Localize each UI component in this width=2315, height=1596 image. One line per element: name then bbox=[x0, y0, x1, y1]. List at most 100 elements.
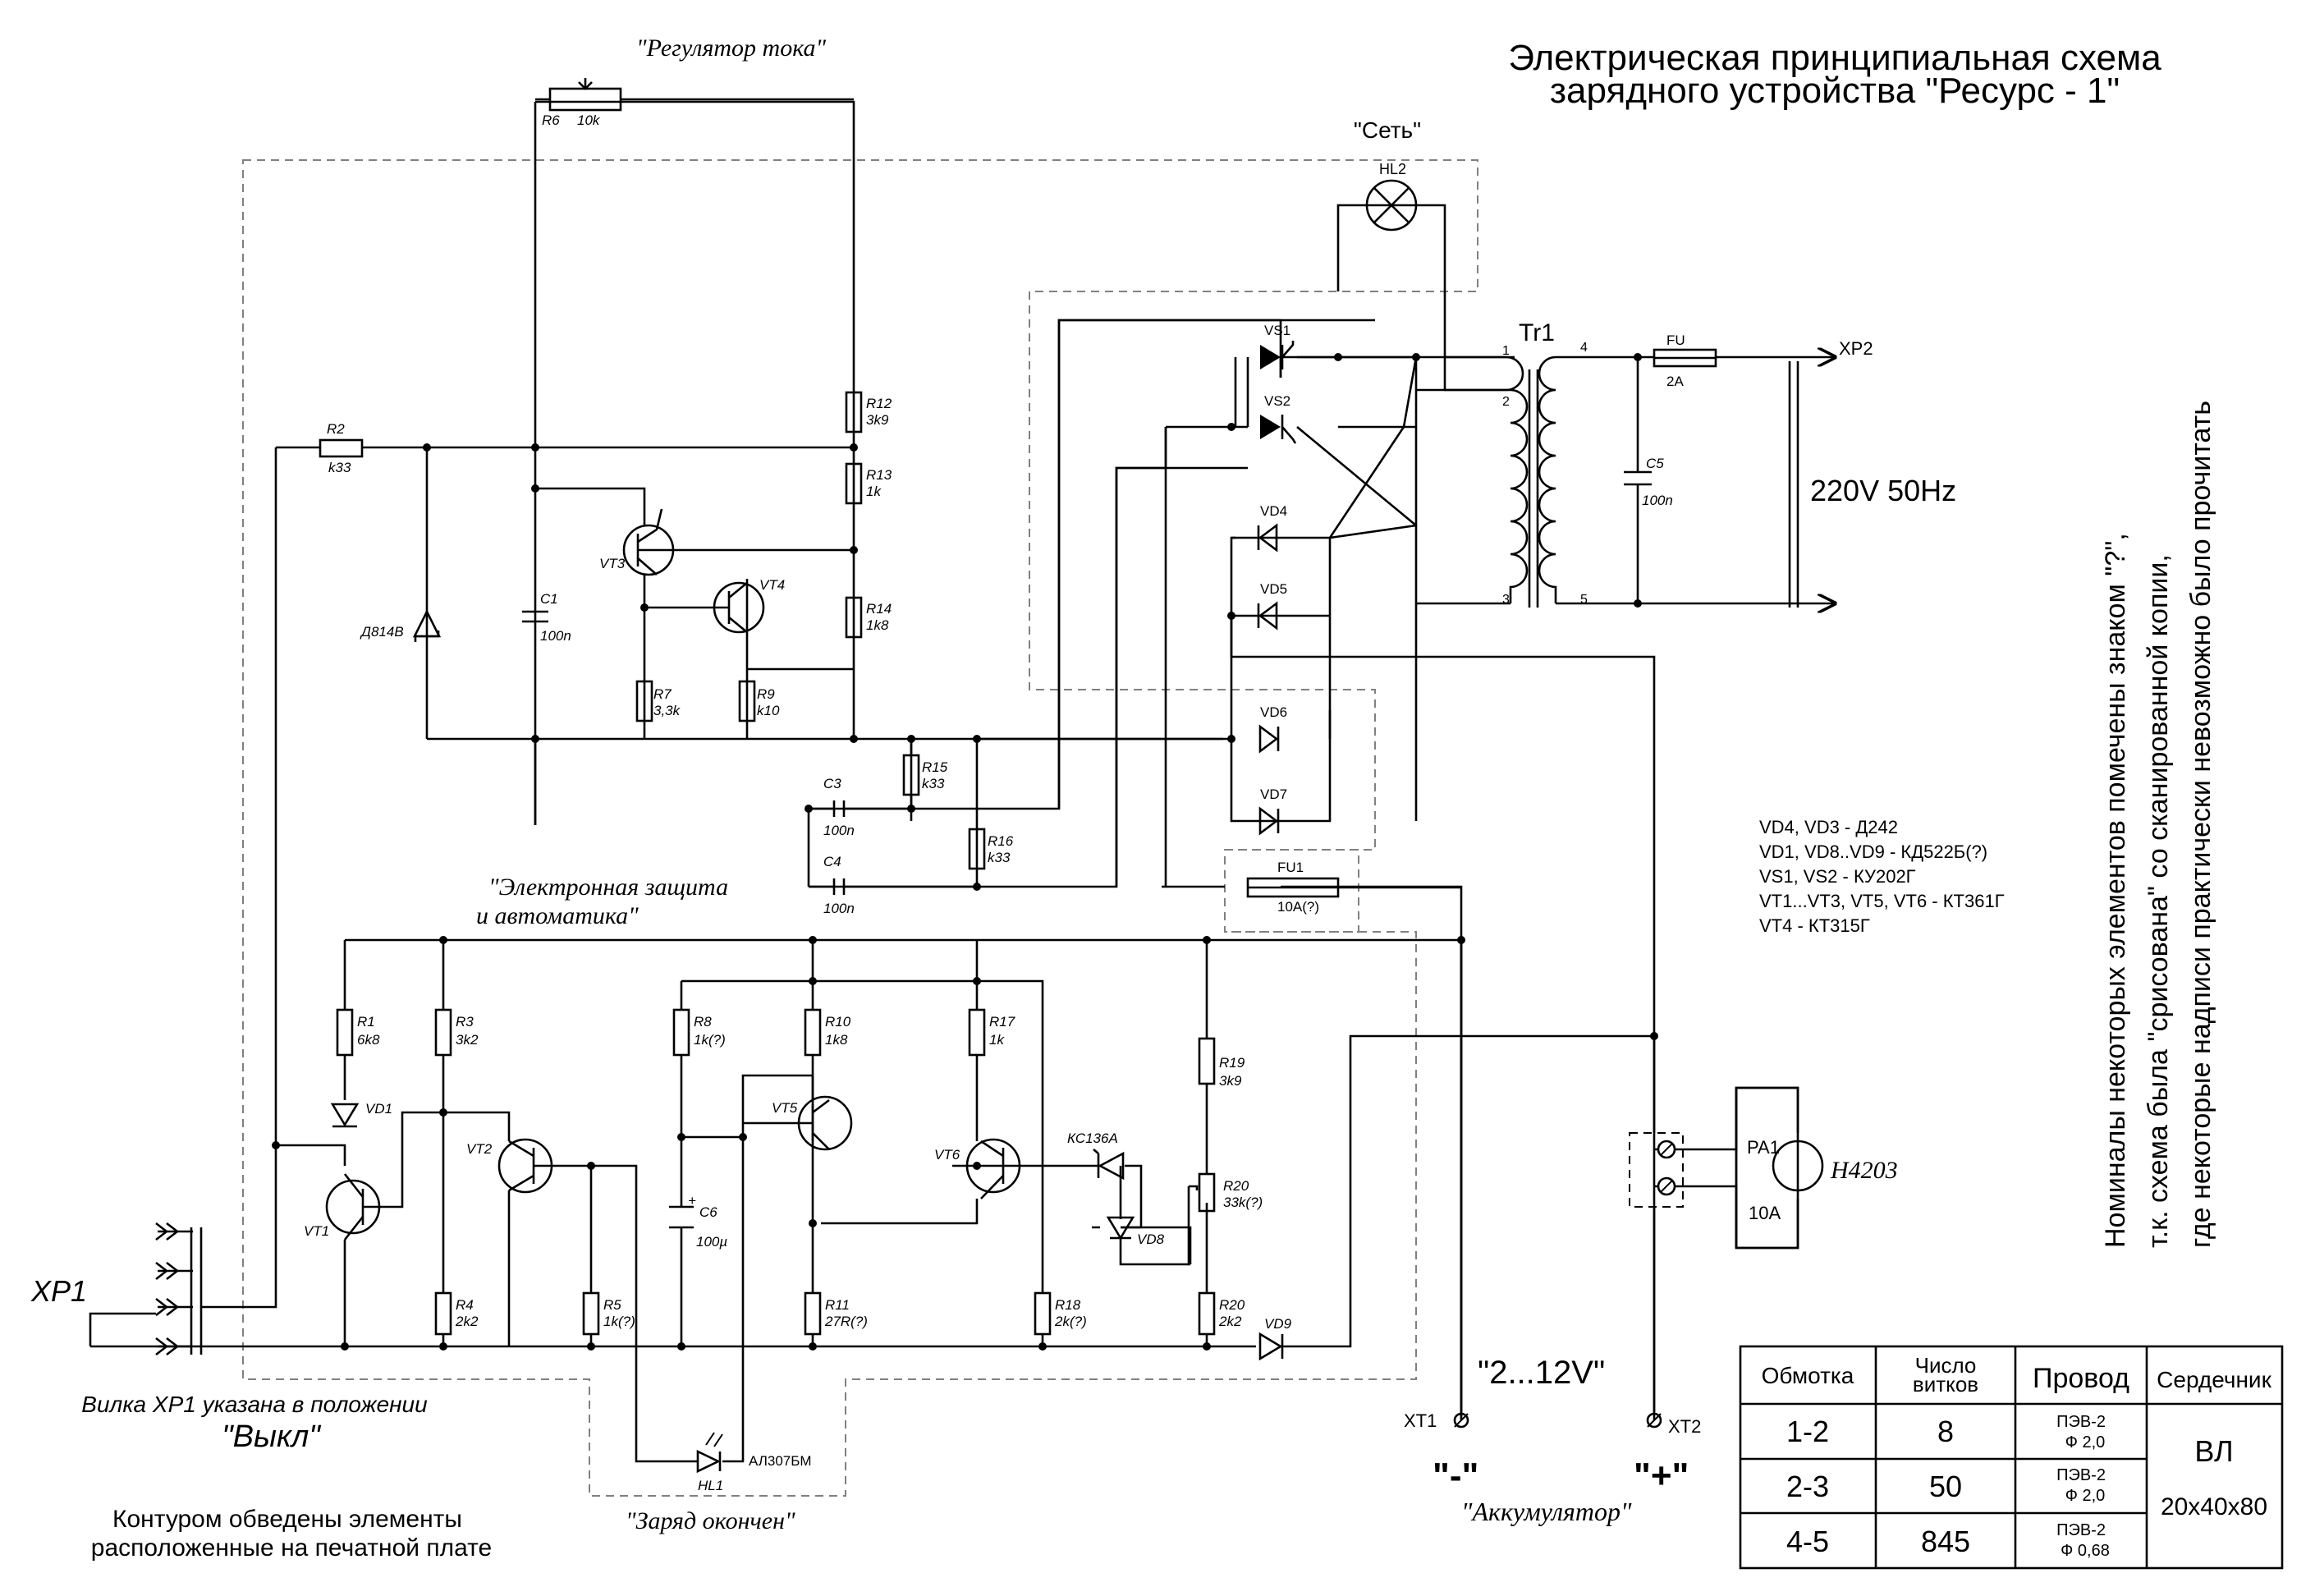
header-winding: Обмотка bbox=[1762, 1363, 1854, 1388]
header-core: Сердечник bbox=[2157, 1367, 2271, 1392]
vt3-ref: VT3 bbox=[599, 556, 626, 571]
row1-turns: 8 bbox=[1937, 1415, 1954, 1448]
upper-control-wires bbox=[274, 319, 1375, 1135]
side-note-line-1: Номиналы некоторых элементов помечены зн… bbox=[2100, 533, 2131, 1248]
pa1-value: 10A bbox=[1749, 1203, 1781, 1223]
resistor-r2: R2 k33 bbox=[319, 421, 364, 475]
vt2-ref: VT2 bbox=[466, 1141, 493, 1157]
vd8-ref: VD8 bbox=[1137, 1231, 1165, 1247]
led-hl1: HL1 АЛ307БМ "Заряд окончен" bbox=[626, 1432, 812, 1534]
parts-list-3: VS1, VS2 - КУ202Г bbox=[1759, 866, 1916, 887]
r1-ref: R1 bbox=[357, 1014, 375, 1030]
label-network: "Сеть" bbox=[1354, 117, 1421, 143]
row1-wire-1: ПЭВ-2 bbox=[2056, 1413, 2106, 1431]
r7-value: 3,3k bbox=[653, 703, 681, 718]
parts-list: VD4, VD3 - Д242 VD1, VD8..VD9 - КД522Б(?… bbox=[1759, 817, 2005, 936]
row3-wire-2: Ф 0,68 bbox=[2061, 1542, 2110, 1560]
pin-4: 4 bbox=[1580, 341, 1588, 355]
c5-value: 100n bbox=[1642, 493, 1673, 508]
label-charge-done: "Заряд окончен" bbox=[626, 1507, 795, 1534]
r13-ref: R13 bbox=[866, 467, 892, 483]
r16-value: k33 bbox=[988, 850, 1011, 865]
svg-text:+: + bbox=[688, 1193, 696, 1208]
diode-vd8: VD8 bbox=[1106, 1166, 1189, 1266]
header-wire: Провод bbox=[2033, 1363, 2129, 1394]
vd3-value: КС136А bbox=[1067, 1130, 1118, 1146]
title-line-1: Электрическая принципиальная схема bbox=[1508, 38, 2161, 78]
parts-list-1: VD4, VD3 - Д242 bbox=[1759, 817, 1898, 837]
fu-value: 2A bbox=[1666, 374, 1684, 389]
c1-ref: C1 bbox=[540, 591, 558, 607]
transistor-vt2: VT2 bbox=[466, 1138, 553, 1194]
side-note: Номиналы некоторых элементов помечены зн… bbox=[2100, 401, 2216, 1248]
row1-winding: 1-2 bbox=[1786, 1415, 1829, 1448]
fuse-fu1: FU1 10A(?) bbox=[1246, 860, 1461, 915]
vd6-ref: VD6 bbox=[1260, 704, 1287, 720]
row2-wire-2: Ф 2,0 bbox=[2065, 1487, 2106, 1505]
transistor-vt1: VT1 bbox=[304, 1111, 443, 1241]
capacitor-c6: + C6 100µ bbox=[669, 1193, 727, 1250]
transistor-vt5: VT5 bbox=[743, 1095, 853, 1151]
diode-vd1: VD1 bbox=[330, 1101, 392, 1128]
label-protection-2: и автоматика" bbox=[476, 902, 639, 929]
thyristor-vs2: VS2 bbox=[1260, 393, 1297, 444]
vs1-ref: VS1 bbox=[1264, 323, 1290, 338]
core-size: 20x40x80 bbox=[2161, 1493, 2267, 1520]
battery-label: "Аккумулятор" bbox=[1461, 1497, 1632, 1526]
resistor-chain-right: R12 3k9 R13 1k R14 1k8 bbox=[845, 391, 892, 639]
thyristor-vs1: VS1 bbox=[1260, 323, 1295, 369]
lamp-hl2: HL2 bbox=[1365, 161, 1418, 232]
plug-note-2: "Выкл" bbox=[222, 1419, 321, 1454]
r7-ref: R7 bbox=[653, 686, 672, 702]
protection-resistors: R1 6k8 R3 3k2 R4 2k2 R5 1k(?) R8 1k(?) R… bbox=[336, 1008, 1263, 1336]
r11-ref: R11 bbox=[825, 1297, 850, 1313]
r10-value: 1k8 bbox=[825, 1032, 848, 1048]
r2-value: k33 bbox=[328, 460, 351, 475]
vt1-ref: VT1 bbox=[304, 1223, 329, 1239]
side-note-line-2: т.к. схема была "срисована" со сканирова… bbox=[2143, 554, 2174, 1248]
fu1-ref: FU1 bbox=[1277, 860, 1304, 875]
tr1-ref: Tr1 bbox=[1519, 319, 1555, 346]
fuse-contour bbox=[1225, 849, 1359, 933]
row2-wire-1: ПЭВ-2 bbox=[2056, 1466, 2106, 1484]
schematic-title: Электрическая принципиальная схема заряд… bbox=[1508, 38, 2161, 111]
c1-value: 100n bbox=[540, 628, 571, 644]
pin-2: 2 bbox=[1502, 395, 1510, 409]
vt4-ref: VT4 bbox=[759, 577, 785, 593]
row3-winding: 4-5 bbox=[1786, 1525, 1829, 1558]
r20a-value: 33k(?) bbox=[1223, 1195, 1263, 1210]
r18-value: 2k(?) bbox=[1054, 1314, 1087, 1329]
hl1-value: АЛ307БМ bbox=[749, 1453, 812, 1469]
core-type: ВЛ bbox=[2194, 1434, 2233, 1468]
vt5-ref: VT5 bbox=[772, 1100, 798, 1116]
plug-note-1: Вилка XP1 указана в положении bbox=[81, 1392, 428, 1417]
transformer-tr1: Tr1 1 2 3 4 5 bbox=[1443, 319, 1654, 608]
c4-value: 100n bbox=[823, 901, 855, 916]
row1-wire-2: Ф 2,0 bbox=[2065, 1433, 2106, 1452]
r3-ref: R3 bbox=[456, 1014, 474, 1030]
parts-list-5: VT4 - КТ315Г bbox=[1759, 915, 1870, 936]
r6-value: 10k bbox=[577, 112, 601, 128]
xp2-ref: XP2 bbox=[1839, 338, 1873, 359]
row2-winding: 2-3 bbox=[1786, 1470, 1829, 1503]
fu-ref: FU bbox=[1666, 332, 1685, 348]
r20b-value: 2k2 bbox=[1218, 1314, 1242, 1329]
r9-value: k10 bbox=[757, 703, 780, 718]
r10-ref: R10 bbox=[825, 1014, 851, 1030]
r14-value: 1k8 bbox=[866, 617, 889, 633]
r19-ref: R19 bbox=[1219, 1055, 1245, 1071]
pin-5: 5 bbox=[1580, 593, 1588, 607]
parts-list-4: VT1...VT3, VT5, VT6 - КТ361Г bbox=[1759, 891, 2005, 911]
protection-wires bbox=[90, 938, 1656, 1463]
r8-ref: R8 bbox=[694, 1014, 712, 1030]
r11-value: 27R(?) bbox=[824, 1314, 868, 1329]
hl2-ref: HL2 bbox=[1379, 161, 1406, 177]
hl1-ref: HL1 bbox=[698, 1478, 723, 1493]
r4-ref: R4 bbox=[456, 1297, 474, 1313]
c3-ref: C3 bbox=[823, 776, 841, 791]
c6-ref: C6 bbox=[699, 1204, 717, 1220]
plug-xp1: XP1 bbox=[30, 1135, 277, 1356]
pa1-type: Н4203 bbox=[1830, 1157, 1898, 1184]
r16-ref: R16 bbox=[988, 833, 1014, 849]
